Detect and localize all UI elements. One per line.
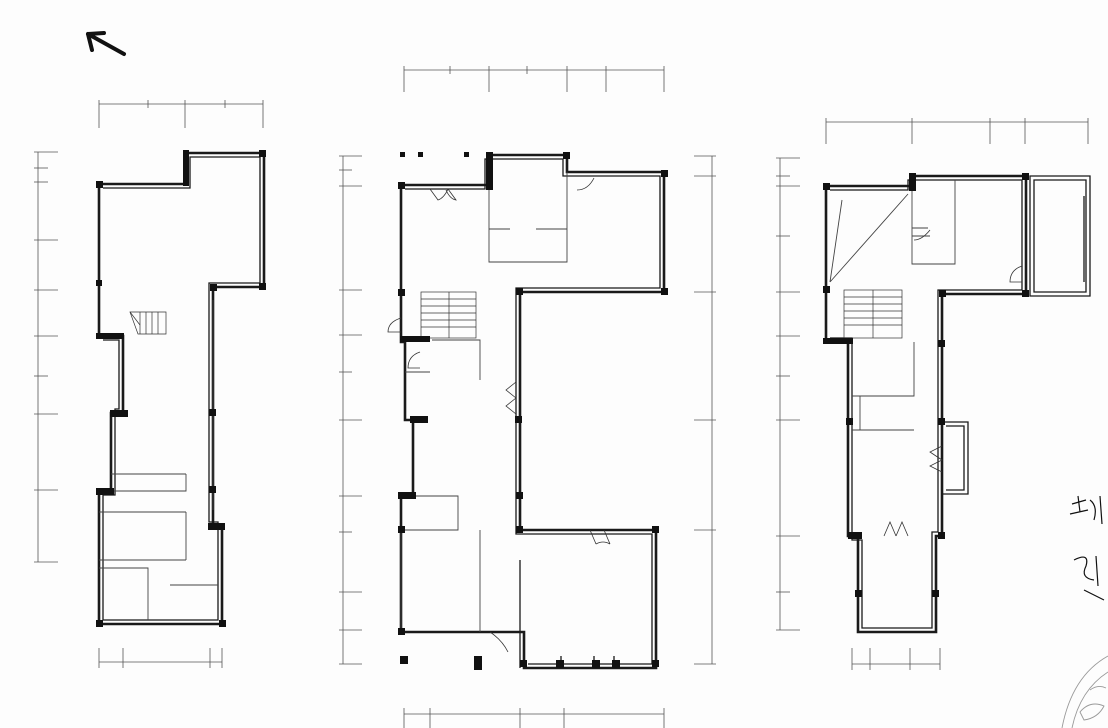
left-floor-plan: [34, 100, 266, 668]
decorative-seal-icon: [1061, 655, 1108, 728]
columns: [398, 152, 668, 670]
dimension-lines: [776, 118, 1089, 670]
right-floor-plan: [776, 118, 1091, 670]
middle-floor-plan: [339, 66, 716, 728]
columns: [96, 150, 266, 627]
dimension-lines: [34, 100, 264, 668]
columns: [823, 173, 1029, 597]
stair: [843, 289, 903, 339]
dimension-lines: [339, 66, 716, 728]
handwritten-signature-icon: [1069, 495, 1105, 601]
stair: [129, 311, 167, 335]
door-swings: [883, 229, 1023, 537]
door-swings: [387, 177, 611, 653]
north-arrow-icon: [86, 31, 126, 56]
stair: [420, 291, 477, 339]
